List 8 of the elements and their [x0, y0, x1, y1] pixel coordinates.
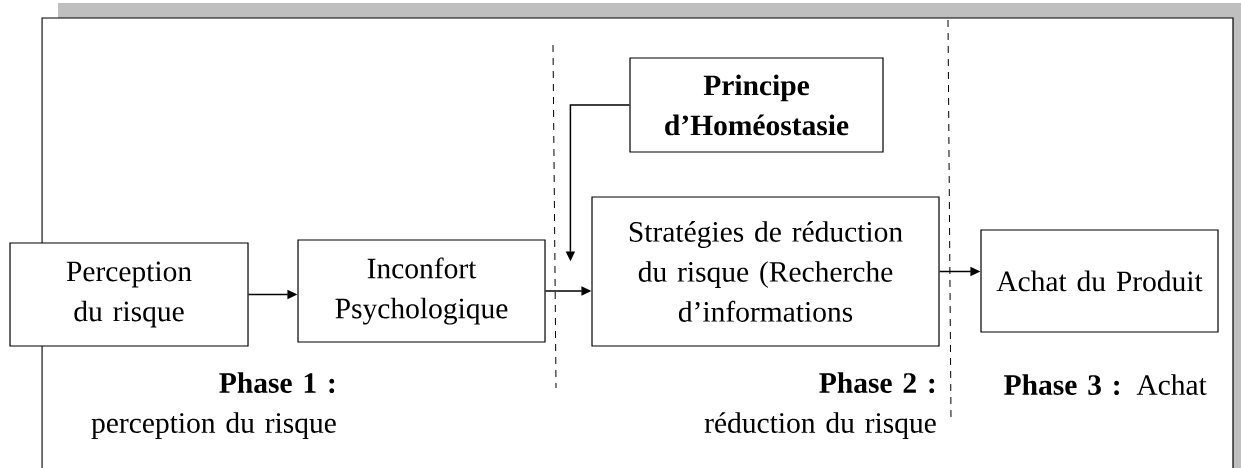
- process-box: Stratégies de réduction du risque (Recherche d’informations: [591, 196, 940, 347]
- phase-label: Phase 3 : Achat: [1004, 374, 1207, 396]
- principle-box: Principe d’Homéostasie: [629, 57, 884, 153]
- process-box: Perception du risque: [9, 242, 249, 347]
- phase-label: Phase 2 : réduction du risque: [704, 372, 936, 439]
- phase-label: Phase 1 : perception du risque: [91, 372, 336, 439]
- process-box: Achat du Produit: [980, 229, 1219, 333]
- process-box: Inconfort Psychologique: [297, 239, 546, 343]
